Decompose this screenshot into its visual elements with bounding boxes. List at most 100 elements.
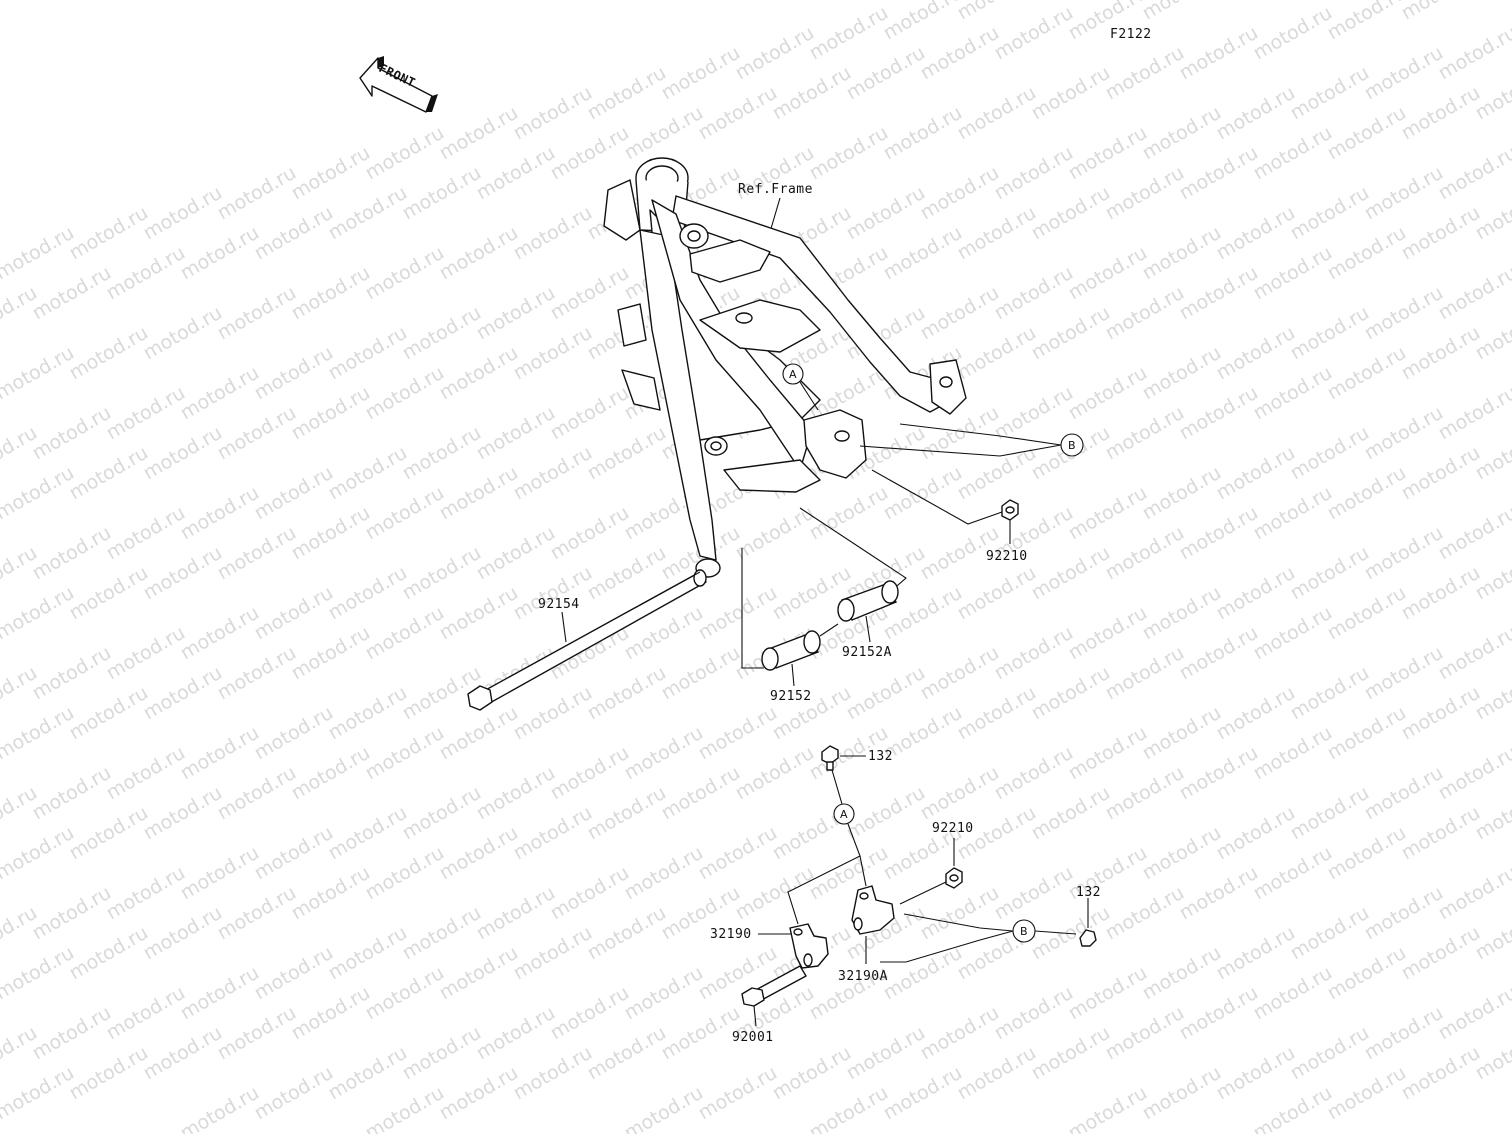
- watermark-text: motod.ru: [103, 862, 189, 925]
- watermark-text: motod.ru: [1324, 1062, 1410, 1125]
- watermark-text: motod.ru: [0, 462, 78, 525]
- watermark-text: motod.ru: [29, 522, 115, 585]
- watermark-text: motod.ru: [954, 0, 1040, 24]
- watermark-text: motod.ru: [584, 62, 670, 125]
- bolt-132-top: [821, 745, 839, 771]
- bolt-92154: [467, 569, 707, 711]
- watermark-text: motod.ru: [991, 2, 1077, 65]
- watermark-text: motod.ru: [362, 602, 448, 665]
- watermark-text: motod.ru: [214, 762, 300, 825]
- watermark-text: motod.ru: [547, 382, 633, 445]
- ref-frame-label: Ref.Frame: [738, 182, 813, 197]
- watermark-text: motod.ru: [991, 142, 1077, 205]
- watermark-text: motod.ru: [1176, 622, 1262, 685]
- watermark-text: motod.ru: [399, 422, 485, 485]
- watermark-text: motod.ru: [1287, 902, 1373, 965]
- watermark-text: motod.ru: [880, 1062, 966, 1125]
- watermark-text: motod.ru: [29, 262, 115, 325]
- watermark-text: motod.ru: [177, 1082, 263, 1134]
- watermark-text: motod.ru: [1028, 1022, 1114, 1085]
- watermark-text: motod.ru: [325, 182, 411, 245]
- watermark-text: motod.ru: [140, 902, 226, 965]
- watermark-text: motod.ru: [1213, 442, 1299, 505]
- watermark-text: motod.ru: [621, 102, 707, 165]
- watermark-text: motod.ru: [1176, 262, 1262, 325]
- watermark-text: motod.ru: [436, 942, 522, 1005]
- watermark-text: motod.ru: [288, 742, 374, 805]
- watermark-text: motod.ru: [695, 1062, 781, 1125]
- watermark-text: motod.ru: [1102, 522, 1188, 585]
- watermark-text: motod.ru: [473, 522, 559, 585]
- watermark-text: motod.ru: [288, 262, 374, 325]
- watermark-text: motod.ru: [0, 942, 78, 1005]
- watermark-text: motod.ru: [29, 642, 115, 705]
- watermark-text: motod.ru: [473, 282, 559, 345]
- watermark-text: motod.ru: [1324, 222, 1410, 285]
- watermark-text: motod.ru: [1139, 1062, 1225, 1125]
- watermark-text: motod.ru: [1213, 82, 1299, 145]
- watermark-text: motod.ru: [880, 462, 966, 525]
- watermark-text: motod.ru: [0, 1062, 78, 1125]
- watermark-text: motod.ru: [1065, 722, 1151, 785]
- watermark-text: motod.ru: [510, 1042, 596, 1105]
- watermark-text: motod.ru: [1287, 62, 1373, 125]
- watermark-text: motod.ru: [1287, 662, 1373, 725]
- watermark-text: motod.ru: [510, 322, 596, 385]
- watermark-text: motod.ru: [1176, 982, 1262, 1045]
- watermark-text: motod.ru: [1324, 942, 1410, 1005]
- watermark-text: motod.ru: [1102, 42, 1188, 105]
- watermark-text: motod.ru: [1361, 42, 1447, 105]
- watermark-text: motod.ru: [1028, 542, 1114, 605]
- watermark-text: motod.ru: [362, 122, 448, 185]
- watermark-text: motod.ru: [214, 882, 300, 945]
- watermark-text: motod.ru: [66, 442, 152, 505]
- part-92210-lower: 92210: [932, 821, 974, 836]
- watermark-text: motod.ru: [510, 202, 596, 265]
- watermark-text: motod.ru: [1250, 722, 1336, 785]
- watermark-text: motod.ru: [1102, 402, 1188, 465]
- watermark-text: motod.ru: [29, 762, 115, 825]
- watermark-text: motod.ru: [362, 962, 448, 1025]
- watermark-text: motod.ru: [1102, 882, 1188, 945]
- watermark-text: motod.ru: [103, 622, 189, 685]
- watermark-text: motod.ru: [436, 1062, 522, 1125]
- watermark-text: motod.ru: [658, 42, 744, 105]
- watermark-text: motod.ru: [1028, 662, 1114, 725]
- watermark-text: motod.ru: [1361, 642, 1447, 705]
- watermark-text: motod.ru: [0, 222, 78, 285]
- frame-illustration: [603, 157, 967, 578]
- watermark-text: motod.ru: [103, 502, 189, 565]
- watermark-text: motod.ru: [177, 602, 263, 665]
- watermark-text: motod.ru: [325, 682, 411, 745]
- watermark-text: motod.ru: [1065, 482, 1151, 545]
- part-92154: 92154: [538, 597, 580, 612]
- watermark-text: motod.ru: [325, 562, 411, 625]
- watermark-text: motod.ru: [1398, 922, 1484, 985]
- watermark-text: motod.ru: [584, 782, 670, 845]
- watermark-text: motod.ru: [1250, 2, 1336, 65]
- watermark-text: motod.ru: [1361, 762, 1447, 825]
- watermark-text: motod.ru: [732, 862, 818, 925]
- watermark-text: motod.ru: [1361, 882, 1447, 945]
- watermark-text: motod.ru: [251, 702, 337, 765]
- watermark-text: motod.ru: [288, 862, 374, 925]
- watermark-text: motod.ru: [0, 702, 78, 765]
- watermark-text: motod.ru: [954, 682, 1040, 745]
- bolt-92001: [741, 965, 807, 1007]
- watermark-text: motod.ru: [1102, 1002, 1188, 1065]
- callout-a-frame-text: A: [789, 368, 797, 381]
- watermark-text: motod.ru: [954, 322, 1040, 385]
- watermark-text: motod.ru: [806, 842, 892, 905]
- watermark-text: motod.ru: [732, 742, 818, 805]
- watermark-text: motod.ru: [991, 742, 1077, 805]
- ref-frame-leader: [769, 197, 781, 233]
- watermark-text: motod.ru: [214, 282, 300, 345]
- watermark-text: motod.ru: [843, 1022, 929, 1085]
- watermark-text: motod.ru: [1065, 242, 1151, 305]
- watermark-text: motod.ru: [991, 382, 1077, 445]
- watermark-text: motod.ru: [695, 702, 781, 765]
- watermark-text: motod.ru: [1028, 302, 1114, 365]
- watermark-text: motod.ru: [1176, 862, 1262, 925]
- watermark-text: motod.ru: [880, 942, 966, 1005]
- nut-92210-top: [1001, 499, 1019, 521]
